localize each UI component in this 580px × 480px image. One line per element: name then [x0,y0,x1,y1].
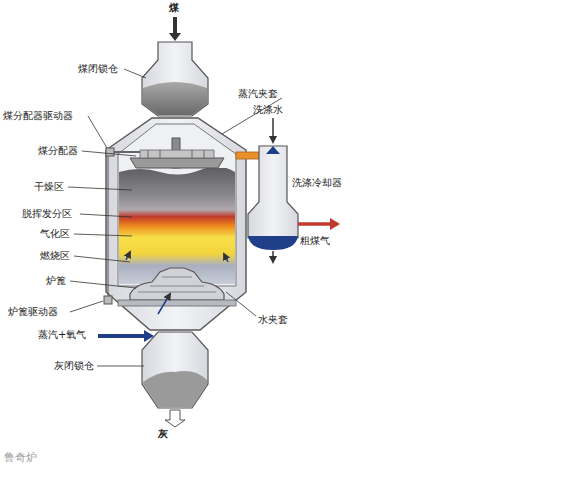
part-label: 蒸汽+氧气 [38,329,86,341]
part-label: 粗煤气 [300,235,330,247]
part-label: 煤分配器驱动器 [3,110,73,122]
coal-lock-hopper [142,42,208,116]
part-label: 洗涤水 [253,104,283,116]
part-label: 干燥区 [34,181,64,193]
part-label: 灰闭锁仓 [54,360,94,372]
part-label: 洗涤冷却器 [292,177,342,189]
grate [130,268,224,300]
gasifier-shell [106,118,246,330]
part-label: 炉篦 [46,275,66,287]
part-label: 煤闭锁仓 [78,63,118,75]
part-label: 水夹套 [258,314,288,326]
part-label: 煤分配器 [38,145,78,157]
part-label: 燃烧区 [40,250,70,262]
scrubber-cooler [248,146,298,238]
part-label: 灰 [158,428,168,440]
part-label: 脱挥发分区 [22,208,72,220]
watermark: 鲁奇炉 [4,452,37,464]
part-label: 煤 [169,2,179,14]
ash-lock-hopper [142,332,208,408]
part-label: 炉篦驱动器 [8,306,58,318]
part-label: 蒸汽夹套 [238,88,278,100]
part-label: 气化区 [40,228,70,240]
